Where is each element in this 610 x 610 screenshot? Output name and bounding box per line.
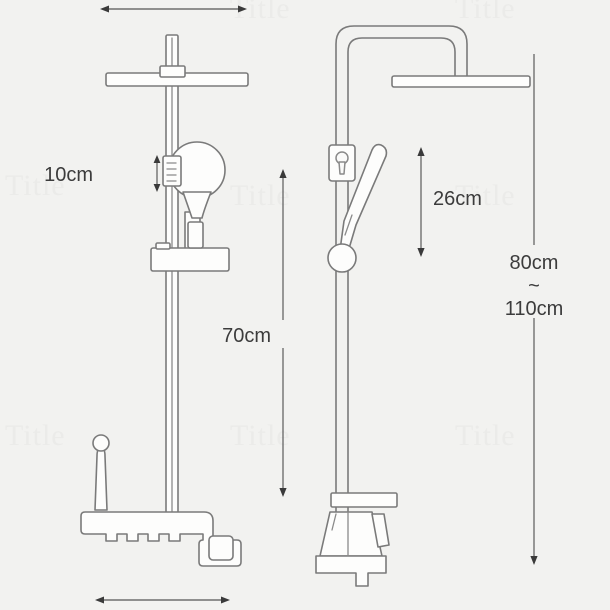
watermark-text: Title — [5, 169, 66, 202]
dimension-label-80cm: 80cm — [510, 252, 559, 274]
side-view: 26cm 80cm ~ 110cm — [315, 25, 564, 587]
side-rain-shower-head — [391, 75, 531, 88]
dimension-top-width — [100, 5, 247, 13]
dimension-10cm: 10cm — [44, 155, 161, 192]
watermark-text: Title — [230, 0, 291, 25]
front-rain-shower-head — [105, 65, 249, 87]
side-slide-ring — [327, 243, 357, 273]
dimension-label-110cm: 110cm — [505, 298, 564, 320]
front-handheld-bracket — [162, 155, 182, 187]
dimension-label-26cm: 26cm — [433, 188, 482, 210]
front-vertical-riser — [165, 34, 179, 526]
front-shelf-bracket — [150, 221, 230, 272]
dimension-bottom-width — [95, 596, 230, 604]
watermark-text: Title — [230, 419, 291, 452]
side-faucet-body — [315, 492, 398, 587]
dimension-label-tilde: ~ — [528, 275, 540, 297]
watermark-text: Title — [455, 179, 516, 212]
dimension-80-110cm: 80cm ~ 110cm — [505, 54, 564, 565]
front-faucet-body — [80, 511, 242, 567]
front-view: 10cm 70cm — [44, 5, 287, 604]
watermark-layer: Title Title Title Title Title Title Titl… — [5, 0, 516, 452]
front-control-lever — [92, 434, 110, 511]
dimension-label-10cm: 10cm — [44, 164, 93, 186]
watermark-text: Title — [455, 419, 516, 452]
dimension-label-70cm: 70cm — [222, 325, 271, 347]
watermark-text: Title — [455, 0, 516, 25]
dimension-26cm: 26cm — [417, 147, 482, 257]
dimension-70cm: 70cm — [222, 169, 287, 497]
watermark-text: Title — [230, 179, 291, 212]
watermark-text: Title — [5, 419, 66, 452]
side-gooseneck-arm — [335, 25, 468, 541]
side-wall-bracket — [328, 144, 356, 182]
